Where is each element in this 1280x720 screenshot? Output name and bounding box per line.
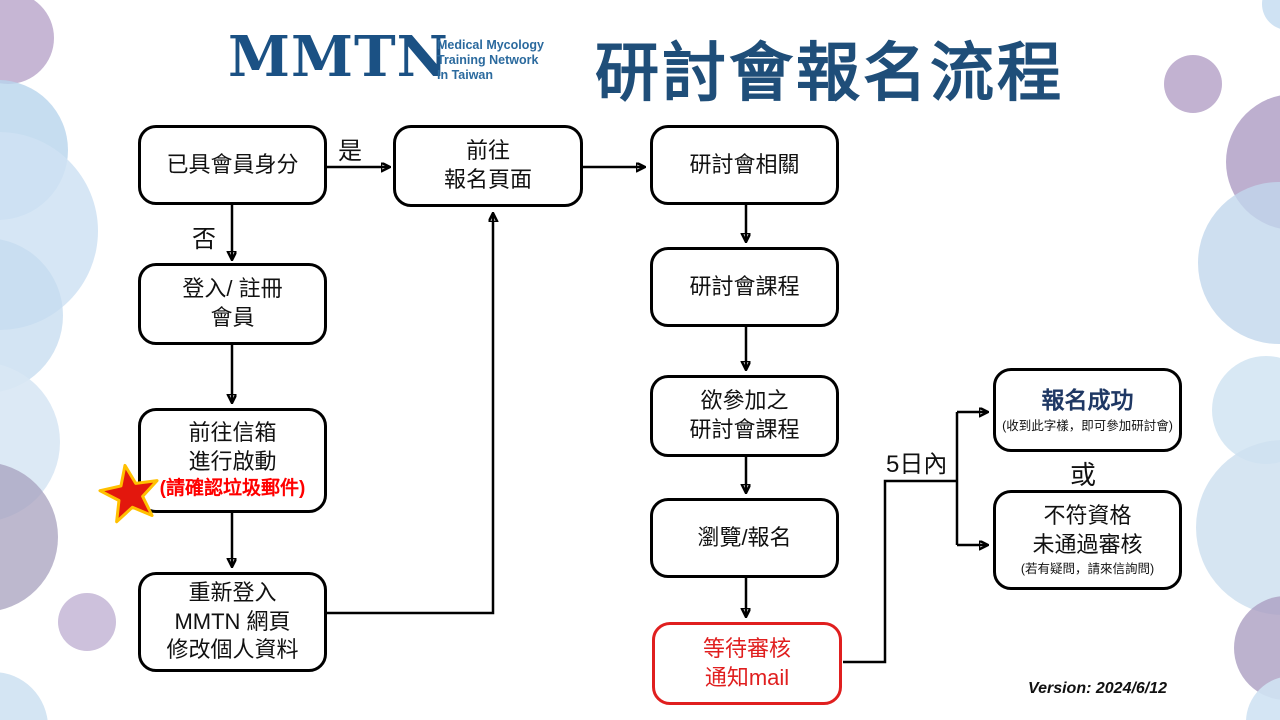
decorative-circle: [0, 0, 54, 84]
edge-label-yes: 是: [338, 138, 362, 165]
decorative-circle: [0, 672, 48, 720]
version-label: Version: 2024/6/12: [1028, 680, 1168, 697]
node-not-qualified: 不符資格 未通過審核 (若有疑問，請來信詢問): [993, 490, 1182, 590]
node-text: 前往信箱: [188, 420, 277, 446]
page-title: 研討會報名流程: [595, 37, 1064, 109]
node-registration-success: 報名成功 (收到此字樣，即可參加研討會): [993, 368, 1182, 452]
node-courses-to-join: 欲參加之 研討會課程: [650, 375, 839, 457]
decorative-circle: [1198, 182, 1280, 344]
node-text: 已具會員身分: [166, 151, 299, 177]
logo-subtitle-line: Medical Mycology: [437, 38, 544, 52]
success-title: 報名成功: [1041, 386, 1134, 413]
node-seminar-related: 研討會相關: [650, 125, 839, 205]
node-text: 研討會相關: [689, 151, 800, 177]
rejected-note: (若有疑問，請來信詢問): [1020, 562, 1155, 577]
logo-subtitle-line: Training Network: [437, 53, 539, 67]
decorative-circle: [1164, 55, 1222, 113]
success-note: (收到此字樣，即可參加研討會): [1002, 418, 1173, 433]
node-seminar-courses: 研討會課程: [650, 247, 839, 327]
node-text: 研討會課程: [689, 273, 800, 299]
decorative-circle: [1262, 0, 1280, 30]
node-login-register: 登入/ 註冊 會員: [138, 263, 327, 345]
mmtn-logo-subtitle: Medical Mycology Training Network In Tai…: [437, 38, 544, 83]
node-text: 不符資格: [1043, 503, 1132, 529]
node-activate-mailbox: 前往信箱 進行啟動 (請確認垃圾郵件): [138, 408, 327, 513]
node-relogin: 重新登入 MMTN 網頁 修改個人資料: [138, 572, 327, 672]
node-text: 進行啟動: [188, 448, 277, 474]
node-text: 重新登入: [188, 580, 277, 606]
node-text: 等待審核: [702, 635, 791, 661]
decorative-circle: [58, 593, 116, 651]
node-wait-review: 等待審核 通知mail: [652, 622, 842, 705]
node-text: MMTN 網頁: [174, 608, 291, 634]
spam-warning-text: (請確認垃圾郵件): [159, 478, 306, 500]
node-text: 登入/ 註冊: [182, 276, 283, 302]
edge-label-within-5-days: 5日內: [886, 451, 948, 478]
node-text: 瀏覽/報名: [697, 524, 792, 550]
node-text: 報名頁面: [443, 167, 532, 192]
mmtn-logo: MMTN: [228, 24, 449, 90]
logo-subtitle-line: In Taiwan: [437, 68, 494, 82]
node-text: 研討會課程: [689, 417, 800, 442]
edge-label-no: 否: [192, 226, 216, 253]
node-browse-register: 瀏覽/報名: [650, 498, 839, 578]
node-registration-page: 前往 報名頁面: [393, 125, 583, 207]
node-text: 通知mail: [704, 664, 790, 690]
node-text: 會員: [210, 305, 255, 330]
node-text: 未通過審核: [1032, 531, 1143, 557]
node-text: 修改個人資料: [166, 637, 299, 663]
decorative-circle: [0, 462, 58, 612]
edge-label-or: 或: [1070, 460, 1097, 490]
star-icon: [98, 463, 159, 524]
decorative-circle: [1196, 440, 1280, 615]
node-text: 前往: [465, 138, 510, 164]
node-text: 欲參加之: [700, 388, 789, 414]
node-member-status: 已具會員身分: [138, 125, 327, 205]
